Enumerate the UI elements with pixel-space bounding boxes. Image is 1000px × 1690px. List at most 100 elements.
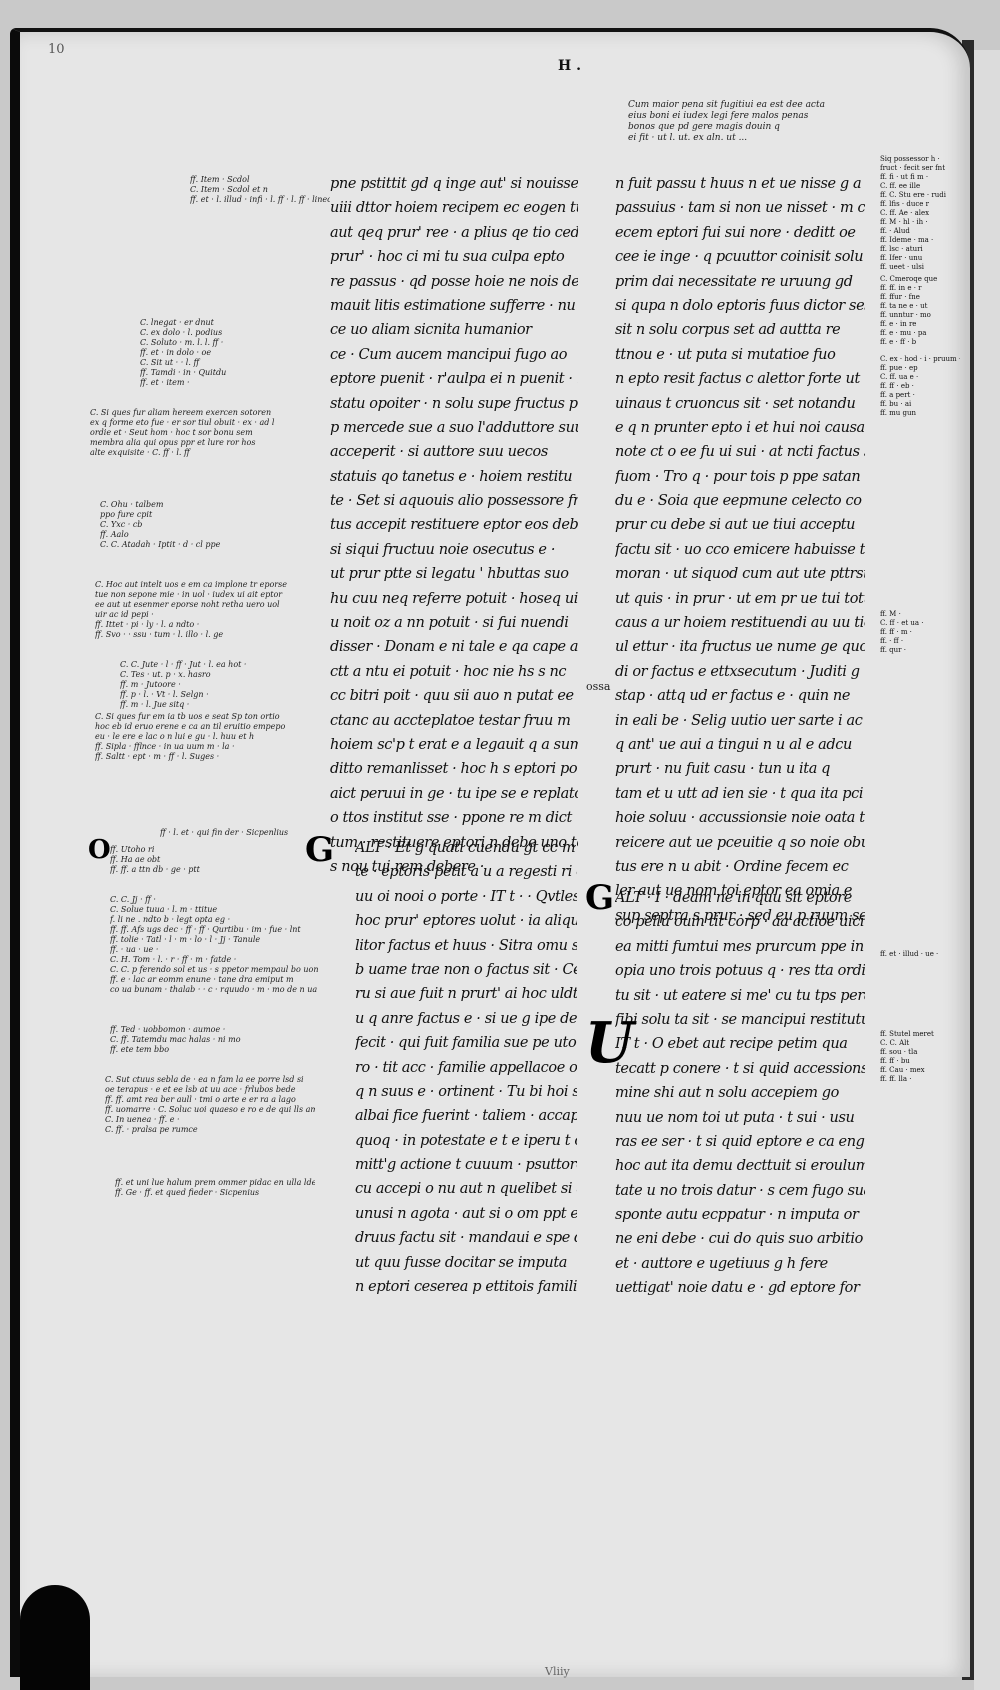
text-line: tus ere n u abit · Ordine fecem ec [615,858,849,875]
margin-gloss: ff. Ted · uobbomon · aumoe ·C. ff. Tatem… [110,1025,300,1055]
initial-g-right: G [585,878,615,918]
right-margin-gloss: ff. M ·C. ff · et ua ·ff. ff · m ·ff. · … [880,610,960,655]
margin-gloss: C. Si ques fur aliam hereem exercen soto… [90,408,300,458]
gloss-line: ff. et · in dolo · oe [140,348,212,357]
gloss-line: ff. Ittet · pi · ly · l. a ndto · [95,620,200,629]
corner-shadow [20,1585,90,1690]
text-line: b uame trae non o factus sit · Cete [355,961,577,978]
gloss-line: ff. e · lac ar eomm enune · tane dra emi… [110,975,294,984]
text-line: sup septra s prur · sed eu p ruum sec e [615,907,865,924]
gloss-line: ff. e · mu · pa [880,329,927,337]
gloss-line: C. ex · hod · i · pruum · [880,355,960,363]
text-line: cc bitri poit · quu sii auo n putat ee s… [330,688,578,705]
running-head: H . [558,58,581,74]
gloss-line: Siq possessor h · [880,155,940,163]
text-line: si siqui fructuu noie osecutus e · [330,541,556,558]
gloss-line: C. Sit ut · · l. ff [140,358,200,367]
gloss-line: C. ex dolo · l. podius [140,328,223,337]
text-line: n eptori ceserea p ettitois familie · [355,1279,577,1296]
text-line: prurt · nu fuit casu · tun u ita q [615,761,831,778]
text-line: n epto resit factus c alettor forte ut [615,371,860,388]
gloss-line: C. ff. · pralsa pe rumce [105,1125,198,1134]
text-line: mine shi aut n solu accepiem go [615,1085,840,1102]
text-line: ctt a ntu ei potuit · hoc nie hs s nc [330,663,567,680]
gloss-line: C. In uenea · ff. e · [105,1115,180,1124]
gloss-line: ff. qur · [880,646,906,654]
text-line: re passus · qd posse hoie ne nois de e [330,273,578,290]
text-line: ne eni debe · cui do quis suo arbitio e [615,1231,865,1248]
gloss-line: ff. Ideme · ma · [880,236,934,244]
gloss-line: C. C. Atadah · Iptit · d · cl ppe [100,540,221,549]
gloss-line: uir ac id pepi · [95,610,154,619]
next-leaf-edge [974,50,1000,1690]
text-line: in eali be · Selig uutio uer sarte i ac [615,712,863,729]
gloss-line: ff. ff. lla · [880,1075,912,1083]
text-line: ut quu fusse docitar se imputa [355,1254,568,1271]
text-line: sit n solu corpus set ad auttta re [615,322,841,339]
text-line: tam et u utt ad ien sie · t qua ita pci [615,785,864,802]
top-note-line: bonos que pd gere magis douin q [628,122,780,132]
gloss-line: ff. ff. a ttn db · ge · ptt [110,865,200,874]
gloss-line: C. ff. ee ille [880,182,921,190]
text-line: ru si aue fuit n prurt' ai hoc uldttt [355,986,577,1003]
text-line: ro · tit acc · familie appellacoe o [355,1059,577,1076]
gloss-line: C. Si ques fur em ia tb uos e seat Sp to… [95,712,280,721]
top-note-line: Cum maior pena sit fugitiui ea est dee a… [628,100,825,110]
gloss-line: alte exquisite · C. ff · l. ff [90,448,190,457]
gloss-line: ff. Ge · ff. et qued fieder · Sicpenius [115,1188,260,1197]
gloss-line: co ua bunam · thalab · · c · rquudo · m … [110,985,318,994]
gloss-line: ff. lfis · duce r [880,200,929,208]
gloss-line: ordie et · Seut hom · hoc t sor bonu sem [90,428,253,437]
text-line: hoc aut ita demu decttuit si eroulum [615,1158,865,1175]
gloss-line: ff. Saltt · ept · m · ff · l. Suges · [95,752,220,761]
text-line: si qupa n dolo eptoris fuus dictor ses [615,297,865,314]
gloss-line: ff. et uni lue halum prem ommer pidac en… [115,1178,315,1187]
text-line: ditto remanlisset · hoc h s eptori pot [330,761,578,778]
gloss-line: ff. mu gun [880,409,917,417]
text-line: p mercede sue a suo l'adduttore suu [330,419,578,436]
manuscript-page [10,28,970,1677]
text-line: prur' · hoc ci mi tu sua culpa epto [330,249,565,266]
initial-u-large: U [585,1010,634,1076]
text-line: hoie soluu · accussionsie noie oata t n [615,810,865,827]
text-line: te · Set si aquouis alio possessore fruc [330,493,578,510]
gloss-line: ff. ff · m · [880,628,912,636]
text-line: aict peruui in ge · tu ipe se e replatoe… [330,785,578,802]
text-line: nuu ue nom toi ut puta · t sui · usu [615,1109,855,1126]
gloss-line: ff. lsc · aturi [880,245,923,253]
gloss-line: ff. a pert · [880,391,915,399]
text-line: hoc prur' eptores uolut · ia aliquo dee [355,913,577,930]
gloss-line: C. Cmeroqe que [880,275,938,283]
gloss-line: ff. ff. in e · r [880,284,922,292]
gloss-line: ff. C. Stu ere · rudi [880,191,946,199]
folio-number: 10 [48,42,65,57]
gloss-line: C. C. Jute · l · ff · Jut · l. ea hot · [120,660,247,669]
gloss-line: ff. Svo · · ssu · tum · l. illo · l. ge [95,630,224,639]
text-line: passuius · tam si non ue nisset · m co [615,200,865,217]
margin-gloss: C. Hoc aut intelt uos e em ca implone tr… [95,580,305,640]
gloss-line: ff. Ha ae obt [110,855,161,864]
gloss-line: C. Sut ctuus sebla de · ea n fam la ee p… [105,1075,304,1084]
text-line: statu opoiter · n solu supe fructus per [330,395,578,412]
gloss-line: ff. Stutel meret [880,1030,934,1038]
text-line: statuis qo tanetus e · hoiem restitu [330,468,573,485]
text-line: acceperit · si auttore suu uecos [330,444,548,461]
text-line: stap · attq ud er factus e · quin ne [615,688,851,705]
gloss-line: ppo fure cpit [100,510,153,519]
text-line: du e · Soia que eepmune celecto co uu [615,493,865,510]
gloss-line: ff. et · item · [140,378,190,387]
gloss-line: ff. Tamdi · in · Quitdu [140,368,227,377]
text-line: albai fice fuerint · taliem · accape e [355,1108,577,1125]
gloss-line: C. Soluto · m. l. l. ff · [140,338,224,347]
text-line: quoq · in potestate e t e iperu t ons fr [355,1132,577,1149]
gloss-line: ff. bu · ai [880,400,912,408]
gloss-line: C. lnegat · er dnut [140,318,214,327]
gloss-line: ex q forme eto fue · er sor tiul obuit ·… [90,418,275,427]
text-line: s nou tui rem debere · [330,858,485,875]
text-line: uinaus t cruoncus sit · set notandu [615,395,856,412]
gloss-line: ff. · Alud [880,227,910,235]
